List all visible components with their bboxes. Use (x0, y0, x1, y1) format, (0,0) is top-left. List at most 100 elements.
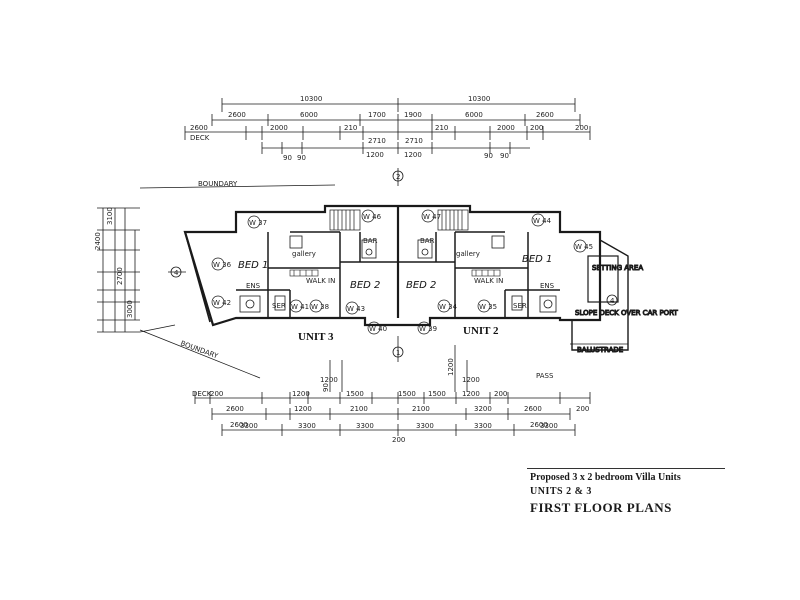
marker-label: 1 (396, 349, 400, 357)
bathroom-fixtures (239, 235, 557, 313)
dim-label: 2600 (230, 421, 248, 429)
dim-label: 3300 (298, 422, 316, 430)
dim-label: DECK (192, 390, 212, 398)
dim-label: 1200 (462, 390, 480, 398)
room-label-bed1-left: BED 1 (238, 260, 268, 271)
section-marker-top: 2 (392, 168, 404, 186)
dim-label: 200 (576, 405, 589, 413)
marker-label: 4 (174, 269, 179, 277)
dim-label: 1200 (366, 151, 384, 159)
window-tag: W 39 (419, 325, 437, 333)
dim-label: 2000 (270, 124, 288, 132)
dim-label: 6000 (300, 111, 318, 119)
title-block-units: UNITS 2 & 3 (530, 486, 592, 497)
wardrobes (289, 269, 501, 277)
window-tag: W 38 (311, 303, 329, 311)
dim-label: 200 (210, 390, 223, 398)
dim-label: 3300 (416, 422, 434, 430)
dim-label: 3300 (356, 422, 374, 430)
dim-label: 1200 (404, 151, 422, 159)
dim-label: 3300 (240, 422, 258, 430)
bar-left-label: BAR (363, 237, 378, 245)
dim-label: 3100 (106, 207, 114, 225)
dim-label: 1900 (404, 111, 422, 119)
bottom-dimension-group (194, 345, 591, 436)
dim-label: 2710 (368, 137, 386, 145)
window-tag: W 44 (533, 217, 552, 225)
window-tag: W 35 (479, 303, 497, 311)
gallery-left-label: gallery (292, 250, 316, 258)
setting-area-label: SETTING AREA (592, 264, 643, 272)
dim-label: PASS (536, 372, 554, 380)
dim-label: 2100 (350, 405, 368, 413)
ens-right-label: ENS (540, 282, 555, 290)
window-tag: W 36 (213, 261, 232, 269)
window-tag: W 45 (575, 243, 593, 251)
unit-label-left: UNIT 3 (298, 331, 334, 343)
window-tag-labels: W 37 W 36 W 42 W 41 W 38 W 43 W 40 W 39 … (213, 213, 593, 333)
dim-label: 2600 (228, 111, 246, 119)
title-block-description: Proposed 3 x 2 bedroom Villa Units (530, 472, 681, 483)
dim-label: 200 (575, 124, 588, 132)
window-tag: W 47 (423, 213, 441, 221)
left-dimension-group (97, 207, 176, 333)
dim-label: 2400 (94, 232, 102, 250)
dim-label: 3300 (540, 422, 558, 430)
dim-label: 1200 (462, 376, 480, 384)
window-tag: W 46 (363, 213, 382, 221)
bar-right-label: BAR (420, 237, 435, 245)
window-tag: W 41 (291, 303, 309, 311)
title-block-rule (527, 468, 725, 469)
dim-label: 1200 (320, 376, 338, 384)
section-marker-bottom: 1 (392, 336, 404, 362)
dim-label: 10300 (300, 95, 322, 103)
dim-label: 10300 (468, 95, 490, 103)
boundary-label: BOUNDARY (179, 339, 219, 360)
dim-label: 210 (344, 124, 357, 132)
setting-area: SETTING AREA BALUSTRADE SLOPE DECK OVER … (570, 239, 679, 355)
room-label-bed2-left: BED 2 (350, 280, 380, 291)
dim-label: 90 (283, 154, 292, 162)
dim-label: 3300 (474, 422, 492, 430)
boundary-bottom: BOUNDARY (139, 329, 261, 379)
unit-label-right: UNIT 2 (463, 325, 499, 337)
top-dimension-group (184, 98, 591, 154)
dim-label: 90 (297, 154, 306, 162)
top-dimension-labels: 10300 10300 2600 6000 1700 1900 6000 260… (190, 95, 588, 162)
dim-label: 2700 (116, 267, 124, 285)
dim-label: 1200 (294, 405, 312, 413)
dim-label: 200 (494, 390, 507, 398)
marker-label: 4 (610, 297, 615, 305)
dim-label: 1500 (346, 390, 364, 398)
building-walls (183, 204, 602, 327)
window-tag: W 37 (249, 219, 267, 227)
walk-in-left-label: WALK IN (306, 277, 335, 285)
walk-in-right-label: WALK IN (474, 277, 503, 285)
dim-label: 2600 (536, 111, 554, 119)
dim-label: 3200 (474, 405, 492, 413)
balustrade-label: BALUSTRADE (577, 346, 623, 354)
ser-right-label: SER (513, 302, 527, 310)
title-block-sheet-title: FIRST FLOOR PLANS (530, 500, 672, 515)
dim-label: 1700 (368, 111, 386, 119)
slope-deck-label: SLOPE DECK OVER CAR PORT (575, 309, 679, 317)
stairs-left (329, 209, 361, 231)
dim-label: 1200 (447, 358, 455, 376)
dim-label: 2600 (530, 421, 548, 429)
dim-label: 2600 (190, 124, 208, 132)
window-tag: W 40 (369, 325, 387, 333)
bottom-dimension-labels: 90 1200 1200 1200 PASS DECK 200 2600 120… (192, 358, 589, 444)
window-tag: W 42 (213, 299, 231, 307)
dim-label: 1500 (428, 390, 446, 398)
dim-label: 2600 (524, 405, 542, 413)
window-tag: W 43 (347, 305, 365, 313)
ens-left-label: ENS (246, 282, 261, 290)
dim-label: 210 (435, 124, 448, 132)
marker-label: 2 (396, 173, 400, 181)
room-label-bed1-right: BED 1 (522, 254, 552, 265)
dim-label: 90 (500, 152, 509, 160)
stairs-right (437, 209, 469, 231)
gallery-right-label: gallery (456, 250, 480, 258)
boundary-top: BOUNDARY (139, 180, 336, 189)
